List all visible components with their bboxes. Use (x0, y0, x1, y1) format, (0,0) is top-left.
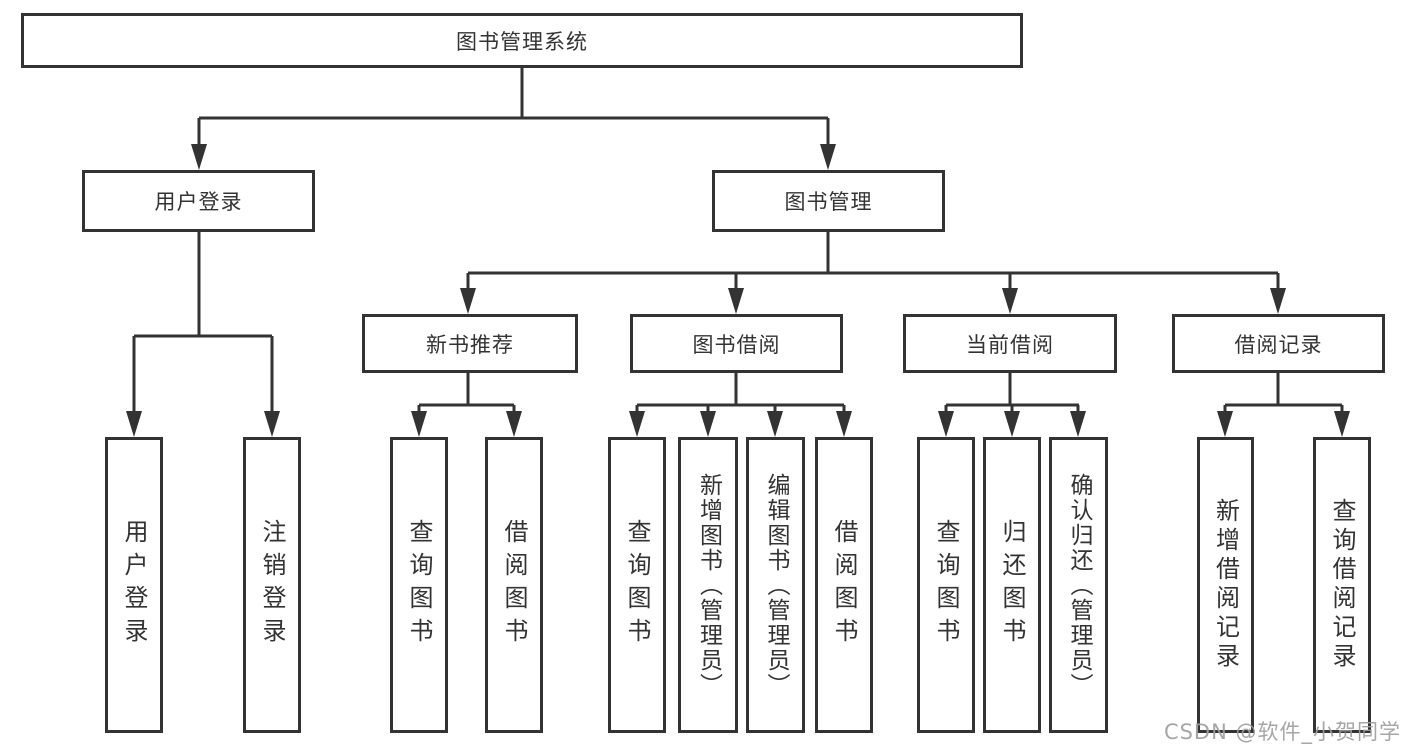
leaf-add-book-admin: 新增图书（管理员） (678, 437, 738, 733)
node-borrowing-records: 借阅记录 (1172, 314, 1385, 373)
leaf-query-book-current: 查询图书 (917, 437, 975, 733)
node-label: 图书借阅 (692, 332, 781, 357)
leaf-return-book: 归还图书 (983, 437, 1041, 733)
leaf-user-login: 用户登录 (105, 437, 163, 733)
leaf-label: 编辑图书（管理员） (763, 472, 789, 698)
leaf-label: 新增图书（管理员） (695, 472, 722, 698)
node-book-borrowing: 图书借阅 (630, 314, 843, 373)
node-label: 用户登录 (154, 190, 243, 214)
leaf-label: 借阅图书 (500, 519, 528, 651)
leaf-borrow-book-recommend: 借阅图书 (485, 437, 543, 733)
node-new-book-recommendation: 新书推荐 (362, 314, 578, 373)
leaf-logout: 注销登录 (243, 437, 301, 733)
leaf-edit-book-admin: 编辑图书（管理员） (746, 437, 805, 733)
leaf-label: 借阅图书 (830, 519, 858, 651)
node-label: 借阅记录 (1234, 332, 1323, 357)
leaf-label: 注销登录 (258, 519, 286, 651)
leaf-query-book-recommend: 查询图书 (390, 437, 448, 733)
csdn-watermark: CSDN @软件_小贺同学 (1163, 720, 1401, 744)
leaf-borrow-book: 借阅图书 (815, 437, 873, 733)
node-user-login: 用户登录 (82, 170, 315, 232)
leaf-label: 用户登录 (120, 519, 148, 651)
leaf-label: 查询借阅记录 (1328, 498, 1356, 672)
node-book-management: 图书管理 (712, 170, 945, 232)
leaf-confirm-return-admin: 确认归还（管理员） (1049, 437, 1108, 733)
leaf-label: 新增借阅记录 (1211, 498, 1240, 672)
node-library-management-system: 图书管理系统 (21, 13, 1023, 68)
node-label: 新书推荐 (426, 332, 514, 357)
leaf-label: 查询图书 (623, 519, 651, 651)
node-current-borrowing: 当前借阅 (903, 314, 1117, 373)
node-label: 图书管理系统 (456, 29, 588, 54)
leaf-label: 确认归还（管理员） (1066, 472, 1092, 698)
leaf-label: 归还图书 (998, 519, 1026, 651)
leaf-label: 查询图书 (405, 519, 433, 651)
leaf-query-borrow-record: 查询借阅记录 (1313, 437, 1371, 733)
node-label: 图书管理 (784, 190, 873, 214)
leaf-add-borrow-record: 新增借阅记录 (1197, 437, 1254, 733)
leaf-label: 查询图书 (932, 519, 960, 651)
node-label: 当前借阅 (966, 332, 1054, 357)
leaf-query-book-borrow: 查询图书 (608, 437, 666, 733)
